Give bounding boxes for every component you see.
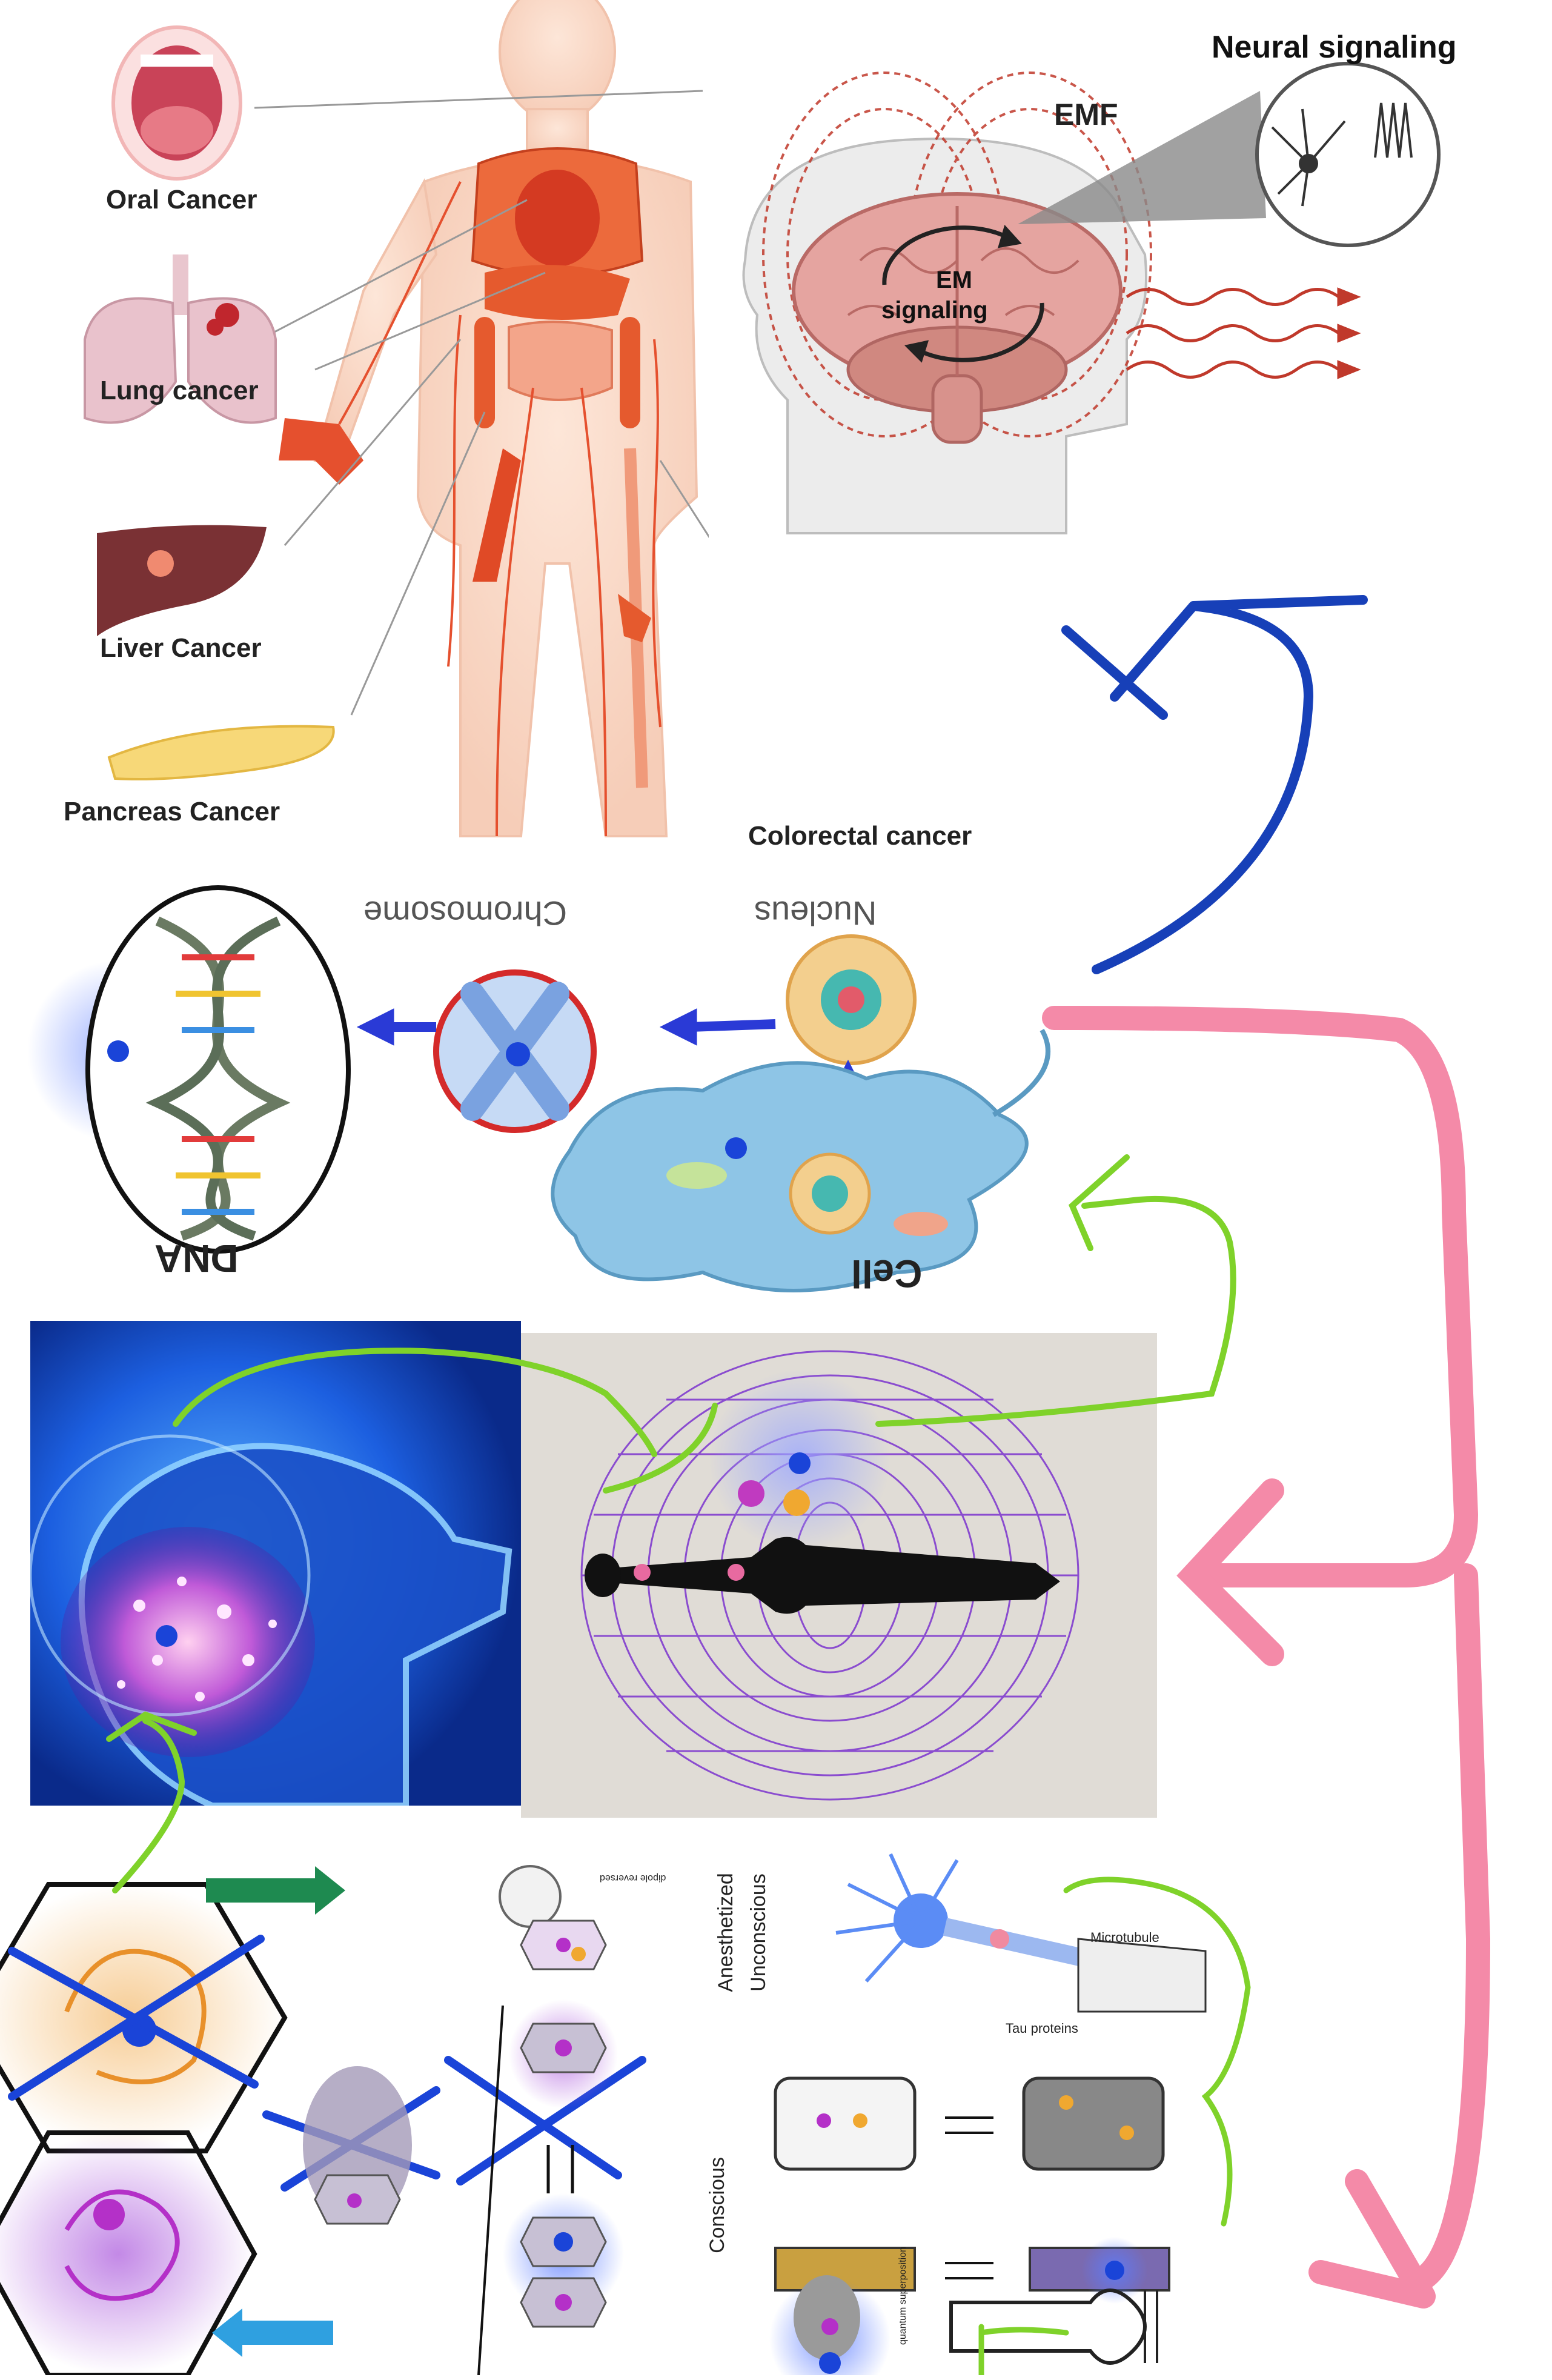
- colorectal-cancer-label: Colorectal cancer: [748, 821, 972, 851]
- cell-pairs: [303, 1865, 624, 2328]
- oral-icon: [111, 25, 242, 181]
- hand: [279, 418, 363, 485]
- synapse: [769, 2275, 1158, 2375]
- tubulin-states: [774, 2076, 1170, 2304]
- glowing-head-illustration: [30, 1321, 521, 1806]
- head-dot: [156, 1625, 177, 1647]
- cell-dna-illustration: [27, 885, 1050, 1292]
- callout-lines: [254, 90, 709, 716]
- liver-icon: [97, 525, 267, 636]
- tau-proteins-label: Tau proteins: [1006, 2021, 1078, 2036]
- conscious-label: Conscious: [705, 2157, 729, 2253]
- dipole-label: dipole reversed: [600, 1873, 666, 1883]
- nucleus-label: Nucleus: [754, 894, 877, 932]
- unconscious-label: Unconscious: [746, 1873, 770, 1992]
- head-glow-panel: [30, 1321, 521, 1806]
- brain-sparkles: [117, 1577, 277, 1701]
- organs: [471, 147, 651, 788]
- torus-panel: [521, 1333, 1157, 1818]
- dna-label: DNA: [154, 1237, 239, 1280]
- divider-line: [477, 2005, 504, 2375]
- cyan-arrow: [212, 2309, 333, 2357]
- torus-dot-orange: [783, 1489, 810, 1516]
- emf-label: EMF: [1054, 98, 1118, 131]
- oral-cancer-label: Oral Cancer: [106, 185, 257, 214]
- cell-dna-panel: DNA Chromosome Nucleus Cell: [0, 860, 1090, 1321]
- dna-helix: [145, 916, 291, 1241]
- liver-cancer-label: Liver Cancer: [100, 633, 262, 663]
- dna-base-pairs: [176, 954, 260, 1215]
- pancreas-cancer-label: Pancreas Cancer: [64, 797, 280, 826]
- em-label: EM: [936, 267, 972, 293]
- blood-vessels: [338, 181, 662, 837]
- em-cycle-arrows: [882, 225, 1044, 363]
- neural-signaling-label: Neural signaling: [1212, 30, 1457, 65]
- human-silhouette: [594, 1537, 1060, 1614]
- blue-curve-arrow: [1092, 595, 1368, 974]
- lung-cancer-label: Lung cancer: [100, 376, 259, 405]
- green-arrow: [206, 1866, 345, 1915]
- cell-dot: [725, 1137, 747, 1159]
- quantum-illustration: [0, 1853, 1251, 2375]
- signaling-label: signaling: [881, 297, 988, 324]
- neuron-icon: [1271, 102, 1413, 207]
- neuron-microtubule: [835, 1853, 1207, 2013]
- cell-label: Cell: [851, 1252, 923, 1295]
- lung-icon: [84, 254, 277, 424]
- quantum-panel: Anesthetized Unconscious Conscious Micro…: [0, 1830, 1272, 2375]
- anesthetized-label: Anesthetized: [714, 1873, 737, 1992]
- torus-dot-blue: [789, 1452, 811, 1474]
- torus-dot-magenta: [738, 1480, 764, 1507]
- torus-field-illustration: [580, 1350, 1079, 1801]
- brain-glow: [61, 1527, 315, 1757]
- dna-dot: [107, 1040, 129, 1062]
- pancreas-icon: [107, 725, 335, 780]
- superposition-label: quantum superposition: [897, 2247, 908, 2345]
- dna-frame: [85, 885, 351, 1254]
- state-arrows: [945, 2116, 993, 2279]
- torus-dot-pink: [728, 1564, 744, 1581]
- anatomy-panel: Oral Cancer Lung cancer Liver Cancer Pan…: [0, 0, 709, 860]
- chromosome-dot: [506, 1042, 530, 1066]
- brain-illustration: [742, 62, 1441, 534]
- cell-body: [551, 1061, 1029, 1292]
- chromosome-label: Chromosome: [363, 894, 568, 932]
- brain-emf-panel: Neural signaling EMF EM signaling: [703, 0, 1551, 557]
- green-connectors: [978, 1876, 1251, 2375]
- hexagon-bottom: [0, 2130, 257, 2375]
- anatomy-illustration: [84, 0, 709, 837]
- microtubule-label: Microtubule: [1090, 1930, 1159, 1945]
- exchange-arrows: [546, 2145, 574, 2193]
- emission-arrows: [1126, 287, 1361, 379]
- neural-callout: [1018, 91, 1266, 224]
